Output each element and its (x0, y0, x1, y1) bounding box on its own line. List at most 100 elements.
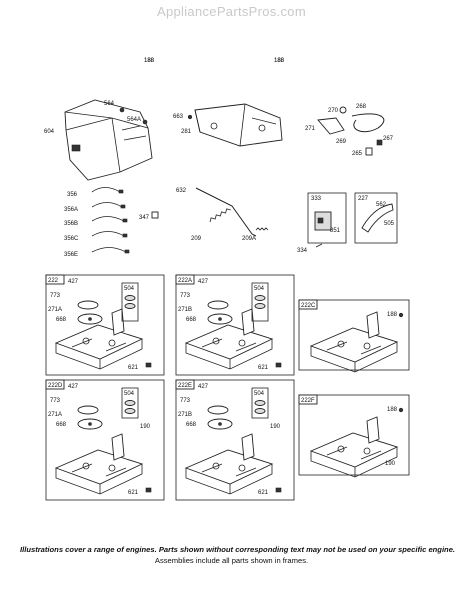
clip-icon[interactable] (145, 487, 152, 493)
air-guide-part[interactable] (194, 103, 283, 147)
clip-icon[interactable] (275, 487, 282, 493)
screw-icon (187, 114, 193, 120)
label-564: 564 (104, 101, 115, 107)
wire-harness-group[interactable] (91, 187, 130, 254)
clip-icon[interactable] (145, 362, 152, 368)
frame-id-label: 222C (301, 303, 316, 309)
washer-icon[interactable] (254, 400, 266, 406)
label-347: 347 (139, 215, 150, 221)
label-632: 632 (176, 188, 187, 194)
blower-housing-part[interactable] (64, 99, 153, 181)
frame-id-tab (298, 394, 318, 405)
label-564a: 564A (127, 117, 141, 123)
assembly-note: Assemblies include all parts shown in fr… (154, 556, 309, 565)
kit-frame-333 (307, 192, 347, 244)
label-621: 621 (128, 490, 139, 496)
frame-id-tab (175, 274, 195, 285)
label-271b: 271B (178, 412, 192, 418)
washer-icon[interactable] (254, 303, 266, 309)
engine-base-plate-part[interactable] (184, 308, 274, 370)
washer-icon[interactable] (124, 303, 136, 309)
label-209a: 209A (242, 236, 256, 242)
kit-frame-227 (354, 192, 398, 244)
screw-icon (119, 107, 125, 113)
label-227: 227 (358, 196, 369, 202)
control-lever-part[interactable] (317, 117, 345, 135)
engine-base-plate-part[interactable] (54, 433, 144, 495)
label-188: 188 (387, 312, 398, 318)
washer-icon[interactable] (124, 295, 136, 301)
disclaimer-note: Illustrations cover a range of engines. … (20, 545, 456, 554)
label-505: 505 (384, 221, 395, 227)
nut-icon[interactable] (339, 106, 347, 114)
label-188: 188 (144, 58, 155, 64)
bracket-part[interactable] (361, 203, 394, 233)
frame-id-label: 222E (178, 383, 192, 389)
label-190: 190 (270, 424, 281, 430)
kit-label: 504 (254, 286, 265, 292)
label-773: 773 (180, 293, 191, 299)
clip-icon[interactable] (365, 147, 373, 156)
engine-base-plate-part[interactable] (54, 308, 144, 370)
label-562: 562 (376, 202, 387, 208)
screw-icon (398, 312, 404, 318)
label-209: 209 (191, 236, 202, 242)
governor-lever-part[interactable] (207, 300, 233, 325)
frame-222f: 222F 188 190 (298, 394, 410, 478)
washer-icon[interactable] (254, 408, 266, 414)
spring-part[interactable] (209, 207, 231, 223)
washer-icon[interactable] (254, 295, 266, 301)
label-265: 265 (352, 151, 363, 157)
kit-label: 504 (124, 391, 135, 397)
frame-id-label: 222F (301, 398, 315, 404)
frame-border (175, 274, 295, 376)
label-668: 668 (56, 422, 67, 428)
label-356: 356 (67, 192, 78, 198)
spring-part[interactable] (255, 227, 269, 231)
screw-icon (142, 119, 148, 125)
governor-lever-part[interactable] (207, 405, 233, 430)
frame-id-tab (45, 274, 65, 285)
throttle-cable-part[interactable] (351, 113, 385, 133)
label-270: 270 (328, 108, 339, 114)
frame-border (45, 274, 165, 376)
label-663: 663 (173, 114, 184, 120)
governor-link-part[interactable] (195, 187, 257, 237)
label-188: 188 (387, 407, 398, 413)
label-188: 188 (274, 58, 285, 64)
clip-icon[interactable] (275, 362, 282, 368)
label-621: 621 (258, 365, 269, 371)
engine-base-plate-part[interactable] (184, 433, 274, 495)
label-427: 427 (68, 384, 79, 390)
clip-icon[interactable] (376, 139, 383, 146)
label-190: 190 (385, 461, 396, 467)
label-188: 188 (274, 58, 285, 64)
frame-id-label: 222D (48, 383, 63, 389)
label-267: 267 (383, 136, 394, 142)
label-271a: 271A (48, 412, 62, 418)
engine-base-plate-part[interactable] (309, 311, 399, 373)
label-773: 773 (180, 398, 191, 404)
label-268: 268 (356, 104, 367, 110)
frame-id-label: 222A (178, 278, 192, 284)
label-621: 621 (128, 365, 139, 371)
governor-lever-part[interactable] (77, 405, 103, 430)
label-269: 269 (336, 139, 347, 145)
label-356c: 356C (64, 236, 79, 242)
label-621: 621 (258, 490, 269, 496)
label-190: 190 (140, 424, 151, 430)
screw-icon (398, 407, 404, 413)
kit-label: 504 (254, 391, 265, 397)
washer-icon[interactable] (124, 408, 136, 414)
engine-base-plate-part[interactable] (309, 416, 399, 478)
connector-icon[interactable] (151, 211, 159, 219)
frame-222c: 222C 188 (298, 299, 410, 373)
label-427: 427 (68, 279, 79, 285)
frame-border (298, 299, 410, 371)
kit-box (251, 282, 269, 322)
washer-icon[interactable] (124, 400, 136, 406)
governor-lever-part[interactable] (77, 300, 103, 325)
